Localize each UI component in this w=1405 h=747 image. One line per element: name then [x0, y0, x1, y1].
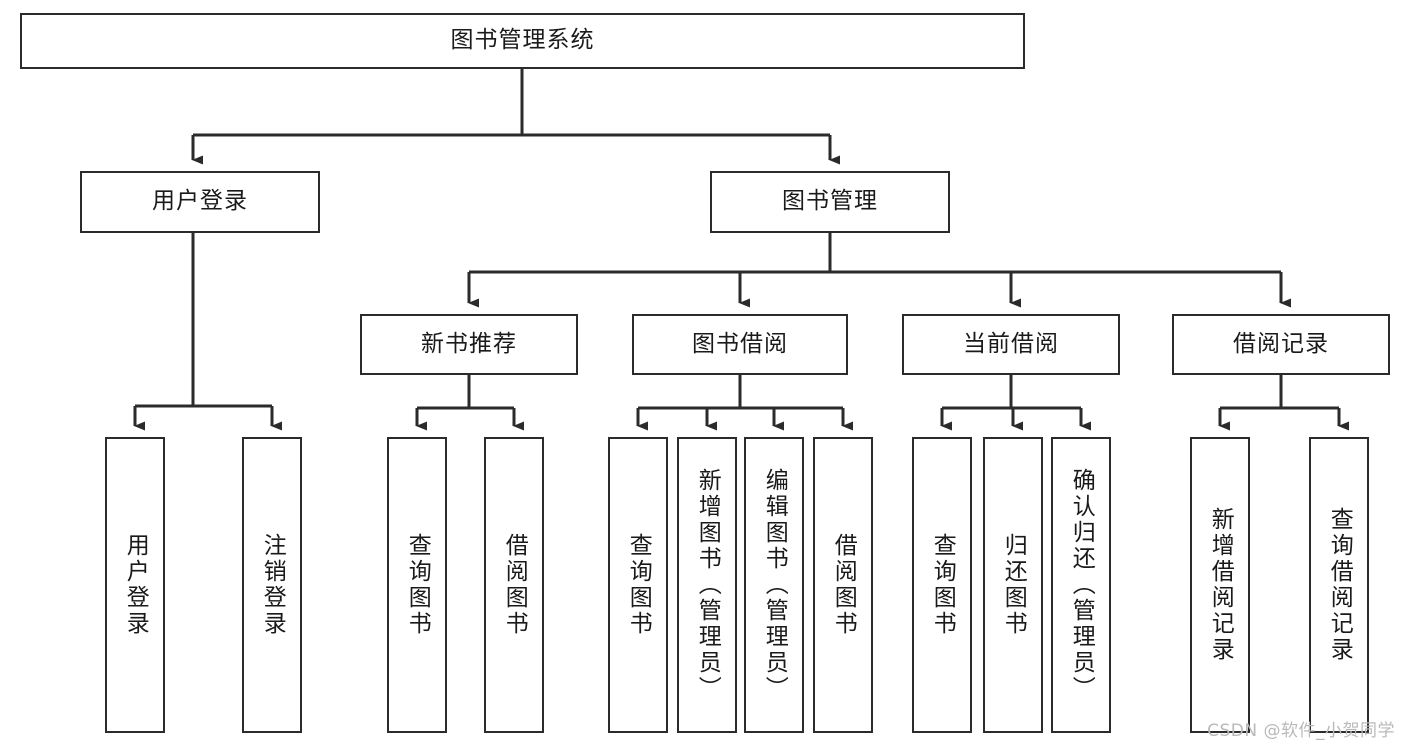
node-leaf-leaf-query-book-borrow: 查询图书: [608, 437, 668, 733]
node-level3-new-book-rec: 新书推荐: [360, 314, 578, 375]
node-root-root: 图书管理系统: [20, 13, 1025, 69]
node-label: 编辑图书（管理员）: [761, 468, 788, 702]
node-leaf-leaf-return-book: 归还图书: [983, 437, 1043, 733]
node-label: 借阅图书: [830, 533, 857, 637]
node-leaf-leaf-query-book-rec: 查询图书: [387, 437, 447, 733]
node-label: 查询图书: [625, 533, 652, 637]
node-label: 新书推荐: [421, 330, 517, 357]
node-level2-user-login: 用户登录: [80, 171, 320, 233]
node-label: 当前借阅: [963, 330, 1059, 357]
node-leaf-leaf-borrow-book-rec: 借阅图书: [484, 437, 544, 733]
node-level3-borrow-records: 借阅记录: [1172, 314, 1390, 375]
node-level3-current-borrow: 当前借阅: [902, 314, 1120, 375]
node-label: 用户登录: [122, 533, 149, 637]
node-leaf-leaf-add-book-admin: 新增图书（管理员）: [677, 437, 737, 733]
node-leaf-leaf-borrow-book: 借阅图书: [813, 437, 873, 733]
node-leaf-leaf-user-login: 用户登录: [105, 437, 165, 733]
node-label: 注销登录: [259, 533, 286, 637]
node-leaf-leaf-query-borrow-record: 查询借阅记录: [1309, 437, 1369, 733]
connector-lines: [133, 69, 1349, 431]
node-label: 图书借阅: [692, 330, 788, 357]
node-leaf-leaf-add-borrow-record: 新增借阅记录: [1190, 437, 1250, 733]
node-label: 借阅图书: [501, 533, 528, 637]
node-label: 新增图书（管理员）: [694, 468, 721, 702]
node-label: 归还图书: [1000, 533, 1027, 637]
node-label: 查询图书: [404, 533, 431, 637]
node-label: 查询借阅记录: [1326, 507, 1353, 663]
node-label: 查询图书: [929, 533, 956, 637]
node-label: 用户登录: [152, 188, 248, 215]
node-leaf-leaf-query-book-cur: 查询图书: [912, 437, 972, 733]
node-leaf-leaf-confirm-return-admin: 确认归还（管理员）: [1051, 437, 1111, 733]
node-level2-book-manage: 图书管理: [710, 171, 950, 233]
node-level3-book-borrow: 图书借阅: [632, 314, 848, 375]
node-label: 图书管理系统: [450, 27, 595, 54]
node-label: 确认归还（管理员）: [1068, 468, 1095, 702]
node-label: 图书管理: [782, 188, 878, 215]
node-label: 新增借阅记录: [1207, 507, 1234, 663]
node-leaf-leaf-logout: 注销登录: [242, 437, 302, 733]
node-label: 借阅记录: [1233, 330, 1329, 357]
node-leaf-leaf-edit-book-admin: 编辑图书（管理员）: [744, 437, 804, 733]
